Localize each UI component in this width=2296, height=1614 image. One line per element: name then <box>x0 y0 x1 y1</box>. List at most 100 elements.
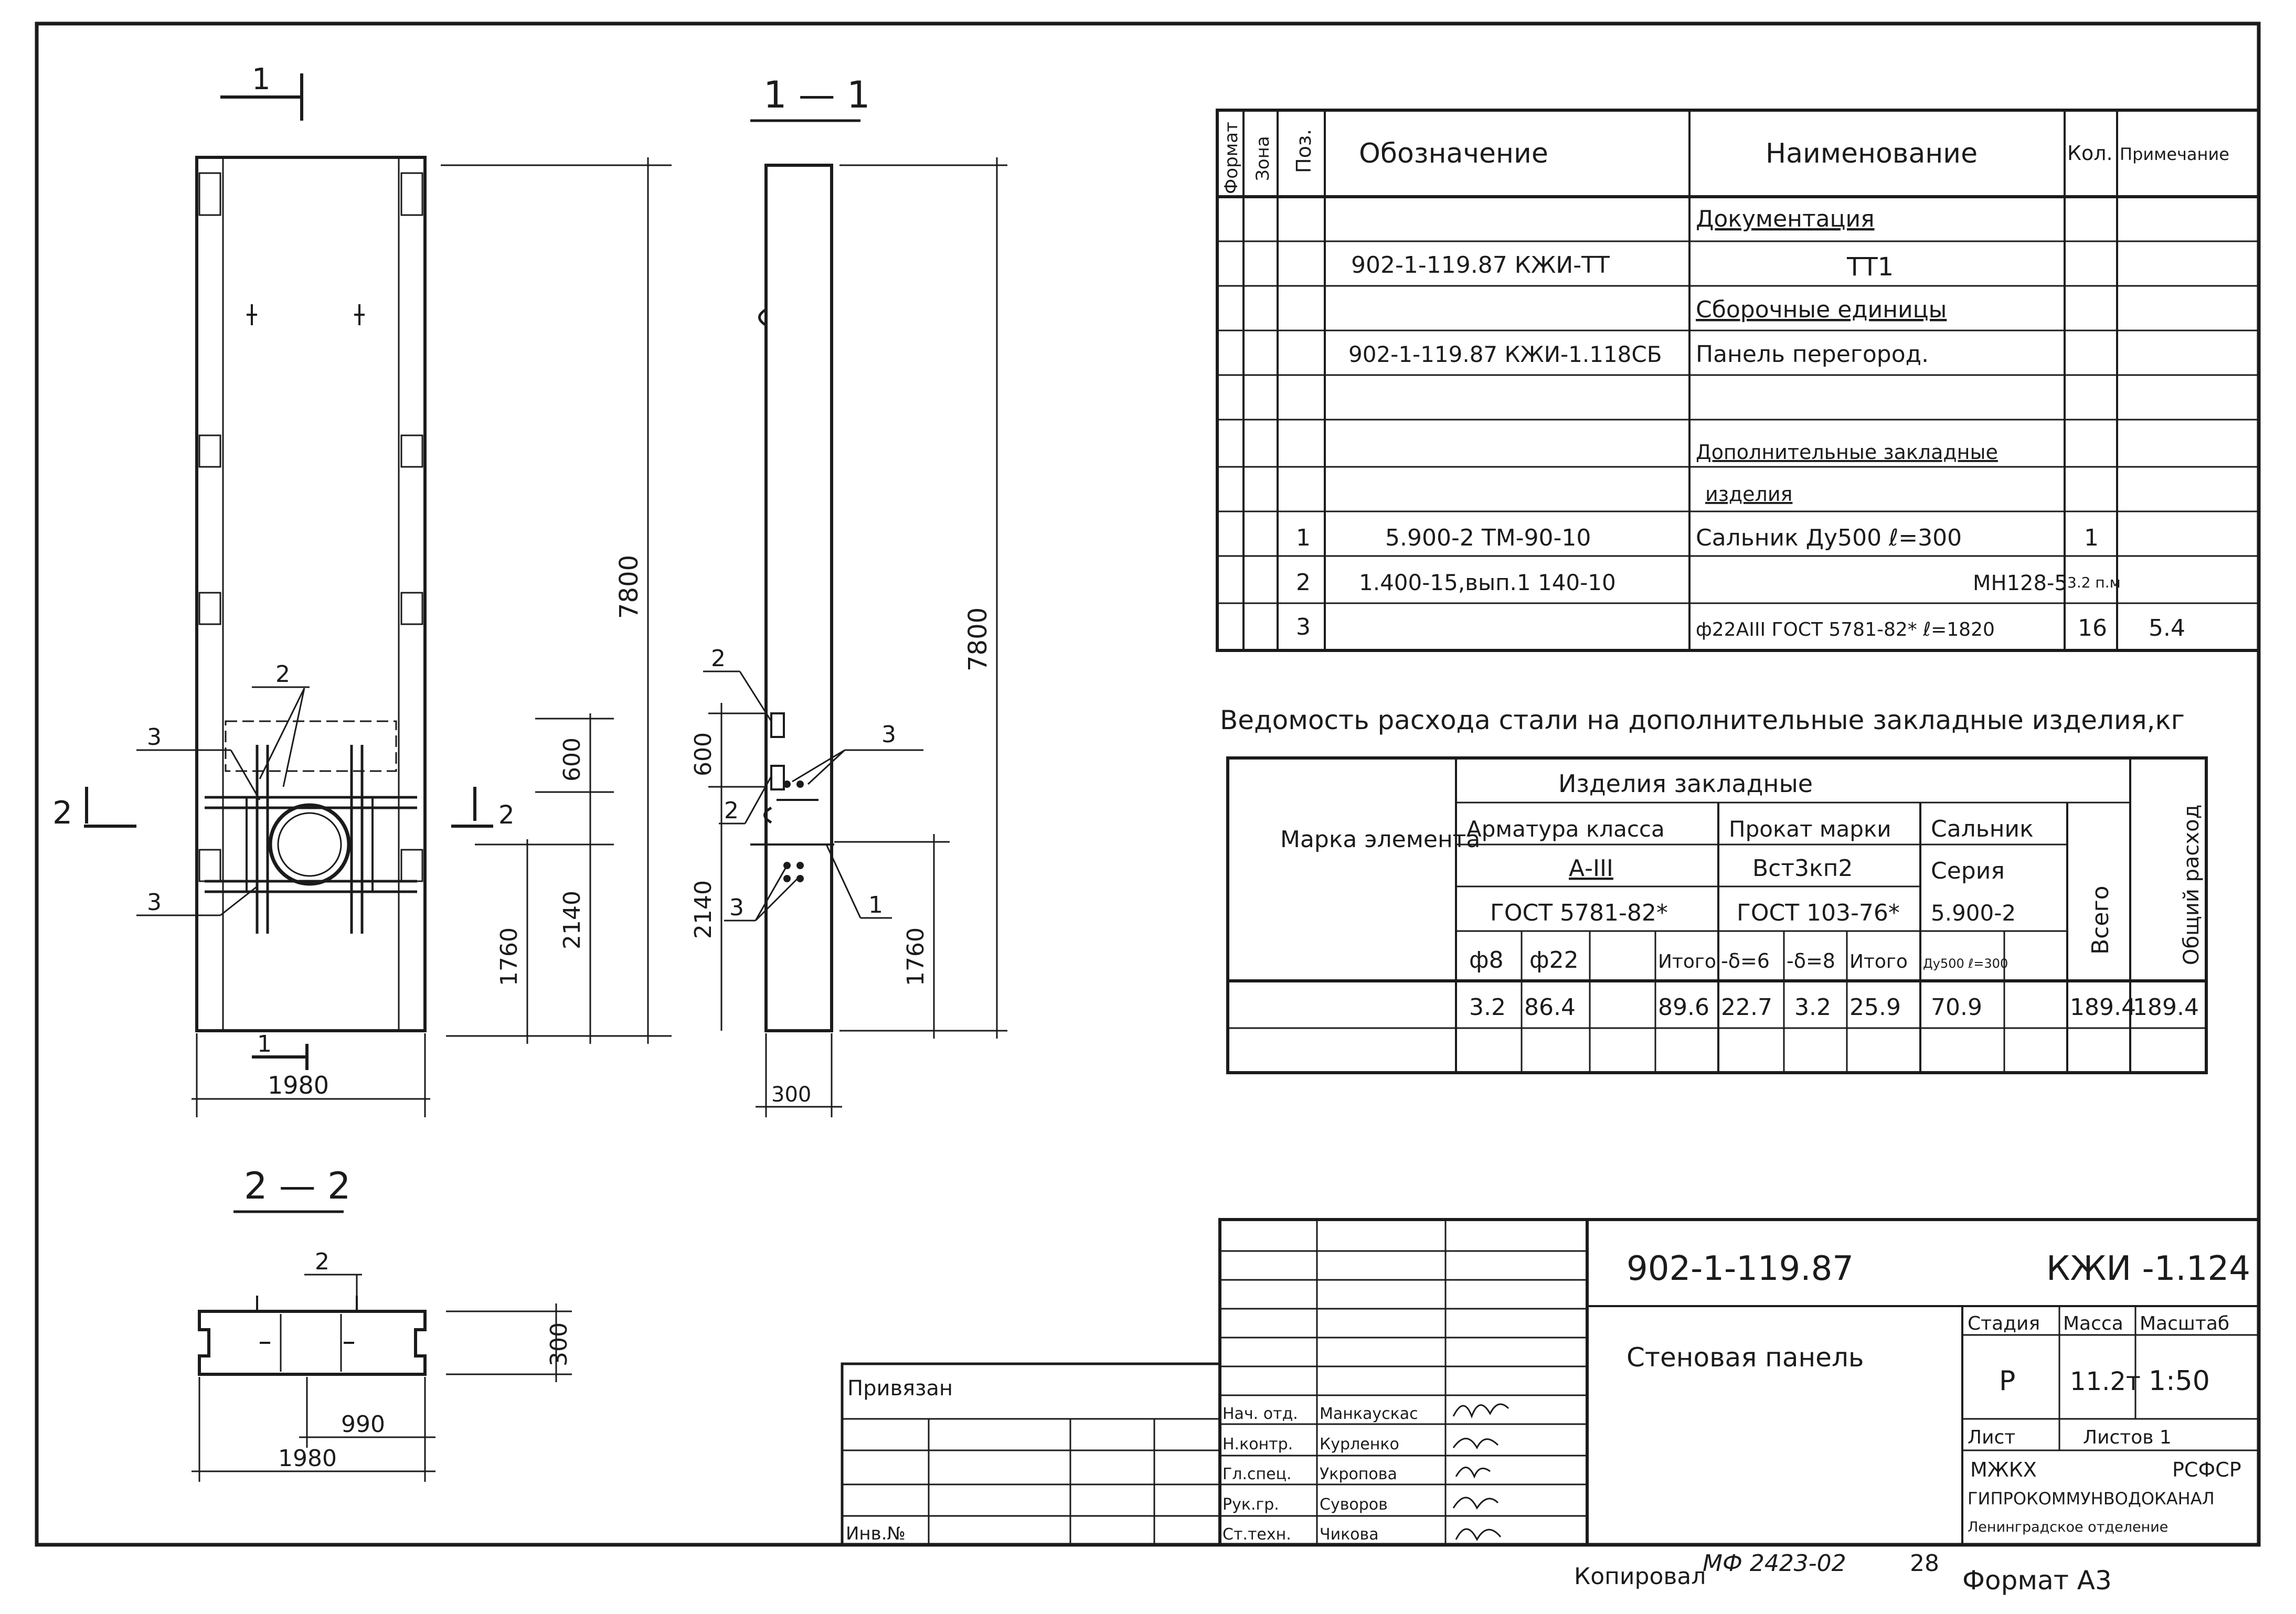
steel-arm-grade: А-III <box>1569 855 1613 882</box>
steel-sub-6: Итого <box>1849 951 1908 972</box>
steel-sub-4: -δ=6 <box>1721 949 1770 972</box>
spec-r1-name: ТТ1 <box>1846 252 1894 282</box>
role-2: Гл.спец. <box>1223 1465 1292 1483</box>
steel-prokat-grade: Вст3кп2 <box>1752 855 1853 882</box>
inv-label: Инв.№ <box>846 1523 906 1544</box>
steel-general: Общий расход <box>2180 805 2204 965</box>
person-4: Чикова <box>1320 1525 1379 1544</box>
section-2-right: 2 <box>498 800 515 830</box>
stamp-org1-left: МЖКХ <box>1970 1458 2037 1481</box>
person-1: Курленко <box>1320 1435 1399 1453</box>
stamp-org1-right: РСФСР <box>2172 1458 2241 1481</box>
section-1-bottom: 1 <box>257 1031 272 1057</box>
footer-format: Формат А3 <box>1962 1565 2112 1596</box>
privyazan-label: Привязан <box>847 1376 953 1401</box>
side-dim-600: 600 <box>690 732 717 776</box>
spec-r9-pos: 3 <box>1296 614 1311 640</box>
steel-prokat: Прокат марки <box>1729 816 1891 842</box>
steel-sub-0: ф8 <box>1469 947 1504 974</box>
plan-dim-1980: 1980 <box>278 1445 337 1472</box>
signature-2 <box>1455 1467 1491 1479</box>
steel-val-5: 3.2 <box>1794 994 1831 1021</box>
side-callout-1: 1 <box>868 892 883 918</box>
steel-title: Ведомость расхода стали на дополнительны… <box>1220 705 2185 735</box>
signature-1 <box>1452 1438 1499 1450</box>
title-block: Нач. отд. Манкаускас Н.контр. Курленко Г… <box>841 1218 2260 1546</box>
section-1-top: 1 <box>252 62 271 97</box>
spec-header-pos: Поз. <box>1292 129 1315 173</box>
side-dim-2140: 2140 <box>690 880 717 939</box>
role-3: Рук.гр. <box>1223 1495 1279 1514</box>
plan-2-2: 2 — 2 2 300 990 1980 <box>192 1164 572 1482</box>
spec-r7-name: Сальник Ду500 ℓ=300 <box>1696 525 1962 551</box>
side-dim-7800: 7800 <box>963 607 993 671</box>
footer-page: 28 <box>1910 1550 1939 1577</box>
steel-seria: Серия <box>1931 858 2005 884</box>
role-4: Ст.техн. <box>1223 1525 1291 1544</box>
stamp-org2: ГИПРОКОММУНВОДОКАНАЛ <box>1968 1489 2215 1509</box>
stamp-mass: 11.2т <box>2070 1367 2141 1396</box>
role-0: Нач. отд. <box>1223 1405 1298 1423</box>
side-callout-2a: 2 <box>711 645 726 672</box>
sheet-frame <box>35 22 2261 1547</box>
steel-total: Всего <box>2087 886 2114 955</box>
steel-sub-1: ф22 <box>1529 947 1579 974</box>
front-dim-2140: 2140 <box>559 891 586 949</box>
stamp-sheets-label: Листов 1 <box>2083 1427 2172 1448</box>
side-dim-300: 300 <box>771 1083 811 1107</box>
spec-r2-name: Сборочные единицы <box>1696 296 1947 323</box>
steel-val-0: 3.2 <box>1469 994 1506 1021</box>
stamp-mass-label: Масса <box>2063 1313 2123 1334</box>
section-2-2-title: 2 — 2 <box>244 1164 351 1207</box>
spec-r3-designation: 902-1-119.87 КЖИ-1.118СБ <box>1348 341 1662 367</box>
spec-r8-designation: 1.400-15,вып.1 140-10 <box>1359 570 1616 595</box>
steel-arm-gost: ГОСТ 5781-82* <box>1490 900 1668 926</box>
plan-dim-990: 990 <box>341 1411 385 1438</box>
steel-group-label: Изделия закладные <box>1558 769 1813 798</box>
stamp-sheet-code: КЖИ -1.124 <box>2046 1249 2250 1288</box>
front-dim-1760: 1760 <box>496 927 523 986</box>
front-dim-7800: 7800 <box>614 555 644 619</box>
side-callout-2b: 2 <box>724 797 739 824</box>
steel-table: Ведомость расхода стали на дополнительны… <box>1220 705 2208 1074</box>
steel-mark-label: Марка элемента <box>1280 826 1480 853</box>
steel-val-10: 189.4 <box>2133 994 2199 1021</box>
spec-r9-name: ф22АIII ГОСТ 5781-82* ℓ=1820 <box>1696 619 1995 640</box>
spec-header-note: Примечание <box>2120 144 2229 164</box>
spec-header-qty: Кол. <box>2067 142 2113 165</box>
role-1: Н.контр. <box>1223 1435 1293 1453</box>
spec-r8-name: МН128-5 <box>1973 571 2068 595</box>
section-1-1-title: 1 — 1 <box>763 73 870 116</box>
spec-r9-note: 5.4 <box>2149 615 2185 642</box>
stamp-stage-label: Стадия <box>1968 1313 2040 1334</box>
person-0: Манкаускас <box>1320 1405 1418 1423</box>
steel-salnik: Сальник <box>1931 816 2034 842</box>
footer-number: МФ 2423-02 <box>1703 1550 1846 1577</box>
front-view: 2 3 3 1 1 2 2 7800 600 2140 17 <box>52 62 672 1117</box>
plan-callout-2: 2 <box>315 1248 329 1275</box>
stamp-scale: 1:50 <box>2149 1365 2210 1397</box>
spec-r1-designation: 902-1-119.87 КЖИ-ТТ <box>1351 252 1610 279</box>
steel-val-1: 86.4 <box>1524 994 1576 1021</box>
signature-0 <box>1452 1403 1510 1419</box>
person-2: Укропова <box>1320 1465 1397 1483</box>
steel-prokat-gost: ГОСТ 103-76* <box>1737 900 1900 926</box>
steel-val-7: 70.9 <box>1931 994 1982 1021</box>
stamp-doc-code: 902-1-119.87 <box>1627 1249 1854 1288</box>
spec-header-format: Формат <box>1221 122 1242 194</box>
spec-r5-name: Дополнительные закладные <box>1696 441 1998 464</box>
signature-4 <box>1455 1528 1502 1542</box>
section-2-left: 2 <box>52 795 72 831</box>
side-dim-1760: 1760 <box>902 927 929 986</box>
front-callout-2: 2 <box>275 661 290 688</box>
footer: Копировал МФ 2423-02 28 Формат А3 <box>1574 1550 2112 1596</box>
signature-3 <box>1452 1497 1499 1510</box>
person-3: Суворов <box>1320 1495 1388 1514</box>
steel-seria-num: 5.900-2 <box>1931 900 2016 926</box>
spec-r7-pos: 1 <box>1296 525 1311 551</box>
spec-r7-qty: 1 <box>2084 525 2099 551</box>
spec-r9-qty: 16 <box>2078 615 2107 642</box>
steel-val-9: 189.4 <box>2070 994 2136 1021</box>
plan-dim-300: 300 <box>546 1322 572 1366</box>
